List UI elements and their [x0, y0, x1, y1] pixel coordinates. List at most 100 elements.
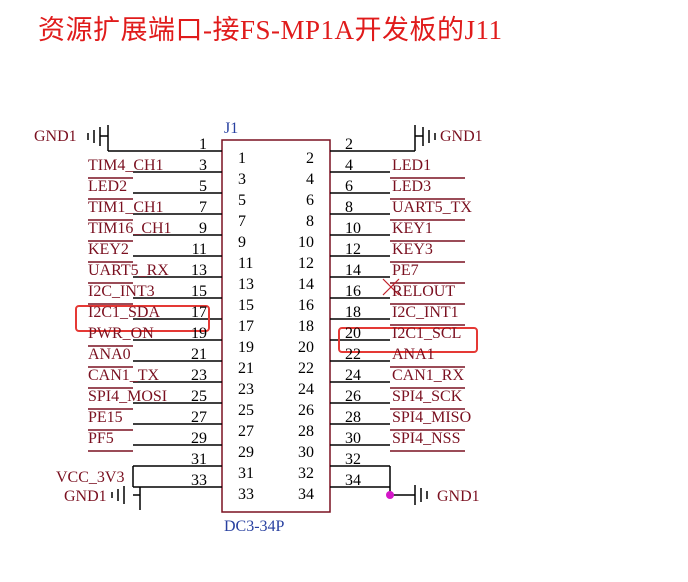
inner-pin-right: 18	[298, 318, 314, 335]
left-pin-number: 17	[191, 304, 207, 321]
left-pin-number: 19	[191, 325, 207, 342]
vcc-label: VCC_3V3	[56, 469, 124, 486]
left-pin-number: 15	[191, 283, 207, 300]
inner-pin-left: 27	[238, 423, 254, 440]
inner-pin-left: 19	[238, 339, 254, 356]
inner-pin-right: 10	[298, 234, 314, 251]
right-net-label: I2C_INT1	[392, 304, 459, 321]
no-connect-mark	[382, 278, 400, 296]
right-net-label: KEY3	[392, 241, 433, 258]
left-net-label: LED2	[88, 178, 127, 195]
left-pin-number: 11	[192, 241, 207, 258]
right-pin-number: 20	[345, 325, 361, 342]
inner-pin-right: 34	[298, 486, 314, 503]
left-pin-wires	[133, 150, 222, 488]
left-pin-number: 3	[199, 157, 207, 174]
inner-pin-left: 23	[238, 381, 254, 398]
highlight-i2c1-sda	[75, 305, 210, 332]
inner-pin-left: 25	[238, 402, 254, 419]
left-net-label: KEY2	[88, 241, 129, 258]
right-pin-number: 8	[345, 199, 353, 216]
inner-pin-right: 12	[298, 255, 314, 272]
right-net-label: KEY1	[392, 220, 433, 237]
highlight-i2c1-scl	[338, 327, 478, 353]
left-pin-number: 21	[191, 346, 207, 363]
right-pin-wires	[330, 150, 390, 488]
right-net-label: SPI4_NSS	[392, 430, 460, 447]
inner-pin-left: 13	[238, 276, 254, 293]
inner-pin-right: 20	[298, 339, 314, 356]
inner-pin-left: 17	[238, 318, 254, 335]
right-pin-number: 28	[345, 409, 361, 426]
connector-pins: 13TIM4_CH15LED27TIM1_CH19TIM16_CH111KEY2…	[88, 136, 472, 503]
connector-refdes: J1	[224, 120, 238, 137]
page-title: 资源扩展端口-接FS-MP1A开发板的J11	[38, 15, 503, 45]
left-pin-number: 27	[191, 409, 207, 426]
inner-pin-left: 15	[238, 297, 254, 314]
left-pin-number: 33	[191, 472, 207, 489]
left-net-label: CAN1_TX	[88, 367, 160, 384]
left-net-label: PE15	[88, 409, 123, 426]
right-net-label: RELOUT	[392, 283, 455, 300]
inner-pin-right: 32	[298, 465, 314, 482]
gnd-label-bottom-left: GND1	[64, 488, 107, 505]
inner-pin-left: 3	[238, 171, 246, 188]
right-pin-number: 30	[345, 430, 361, 447]
inner-pin-left: 7	[238, 213, 246, 230]
right-pin-number: 26	[345, 388, 361, 405]
connector-part: DC3-34P	[224, 518, 285, 535]
inner-pin-right: 28	[298, 423, 314, 440]
inner-pin-left: 21	[238, 360, 254, 377]
left-net-label: I2C1_SDA	[88, 304, 160, 321]
inner-pin-left: 9	[238, 234, 246, 251]
right-net-label: SPI4_MISO	[392, 409, 471, 426]
ground-wiring	[87, 125, 436, 510]
right-pin-number: 6	[345, 178, 353, 195]
right-net-label: SPI4_SCK	[392, 388, 463, 405]
inner-pin-left: 33	[238, 486, 254, 503]
right-net-label: LED1	[392, 157, 431, 174]
left-pin-number: 13	[191, 262, 207, 279]
left-net-label: PWR_ON	[88, 325, 154, 342]
left-net-lines	[88, 177, 133, 452]
right-net-label: I2C1_SCL	[392, 325, 461, 342]
right-pin-number: 4	[345, 157, 353, 174]
right-pin-number: 32	[345, 451, 361, 468]
inner-pin-right: 8	[306, 213, 314, 230]
inner-pin-right: 6	[306, 192, 314, 209]
left-net-label: TIM16_CH1	[88, 220, 172, 237]
right-net-label: CAN1_RX	[392, 367, 464, 384]
left-net-label: TIM1_CH1	[88, 199, 164, 216]
inner-pin-right: 30	[298, 444, 314, 461]
connector-body	[221, 139, 331, 513]
left-pin-number: 9	[199, 220, 207, 237]
inner-pin-right: 2	[306, 150, 314, 167]
junction-dot	[386, 491, 394, 499]
inner-pin-left: 5	[238, 192, 246, 209]
left-net-label: SPI4_MOSI	[88, 388, 167, 405]
inner-pin-right: 4	[306, 171, 314, 188]
left-net-label: I2C_INT3	[88, 283, 155, 300]
inner-pin-left: 11	[238, 255, 253, 272]
right-pin-number: 12	[345, 241, 361, 258]
gnd-label-top-right: GND1	[440, 128, 483, 145]
left-pin-number: 1	[199, 136, 207, 153]
right-net-lines	[390, 177, 465, 452]
left-net-label: PF5	[88, 430, 114, 447]
left-net-label: TIM4_CH1	[88, 157, 164, 174]
left-pin-number: 5	[199, 178, 207, 195]
left-pin-number: 29	[191, 430, 207, 447]
right-net-label: LED3	[392, 178, 431, 195]
gnd-label-top-left: GND1	[34, 128, 77, 145]
inner-pin-right: 26	[298, 402, 314, 419]
inner-pin-left: 29	[238, 444, 254, 461]
left-pin-number: 7	[199, 199, 207, 216]
right-net-label: ANA1	[392, 346, 435, 363]
right-pin-number: 14	[345, 262, 361, 279]
inner-pin-left: 1	[238, 150, 246, 167]
left-net-label: ANA0	[88, 346, 131, 363]
left-pin-number: 23	[191, 367, 207, 384]
right-net-label: UART5_TX	[392, 199, 472, 216]
